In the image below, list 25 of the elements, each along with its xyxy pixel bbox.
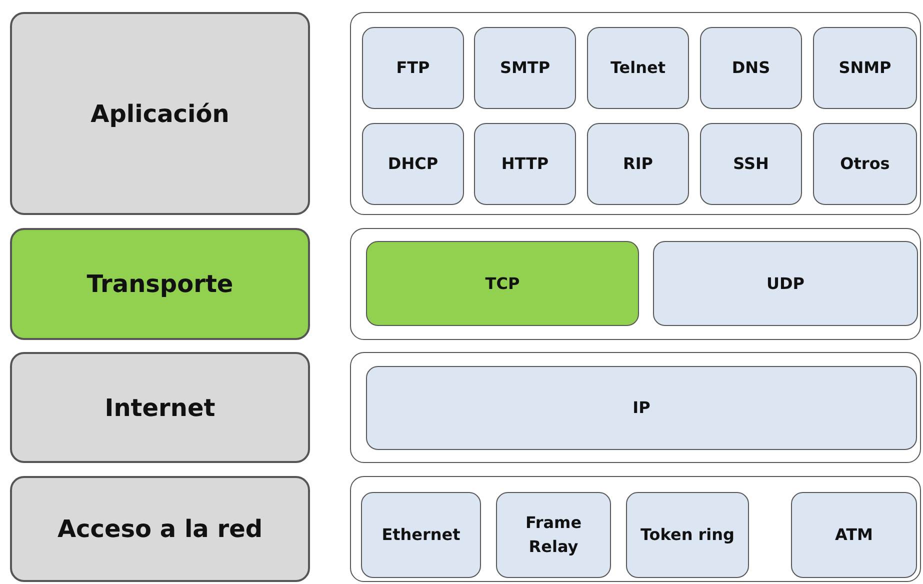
- protocol-box: DNS: [700, 27, 802, 109]
- protocol-box: UDP: [653, 241, 918, 326]
- layer-panel: [350, 12, 921, 215]
- layer-box: Acceso a la red: [10, 476, 310, 582]
- layer-box: Internet: [10, 352, 310, 463]
- protocol-box: DHCP: [362, 123, 464, 205]
- layer-box: Aplicación: [10, 12, 310, 215]
- protocol-box: Telnet: [587, 27, 689, 109]
- protocol-box: IP: [366, 366, 917, 450]
- protocol-box: FTP: [362, 27, 464, 109]
- protocol-box: SNMP: [813, 27, 917, 109]
- protocol-box: HTTP: [474, 123, 576, 205]
- layer-box: Transporte: [10, 228, 310, 340]
- layer-panel: [350, 352, 921, 463]
- protocol-box: SMTP: [474, 27, 576, 109]
- protocol-box: Otros: [813, 123, 917, 205]
- layer-panel: [350, 228, 921, 340]
- protocol-box: ATM: [791, 492, 917, 578]
- protocol-box: Frame Relay: [496, 492, 611, 578]
- protocol-box: TCP: [366, 241, 639, 326]
- layer-panel: [350, 476, 921, 582]
- protocol-box: RIP: [587, 123, 689, 205]
- protocol-box: Ethernet: [361, 492, 481, 578]
- protocol-box: Token ring: [626, 492, 749, 578]
- protocol-box: SSH: [700, 123, 802, 205]
